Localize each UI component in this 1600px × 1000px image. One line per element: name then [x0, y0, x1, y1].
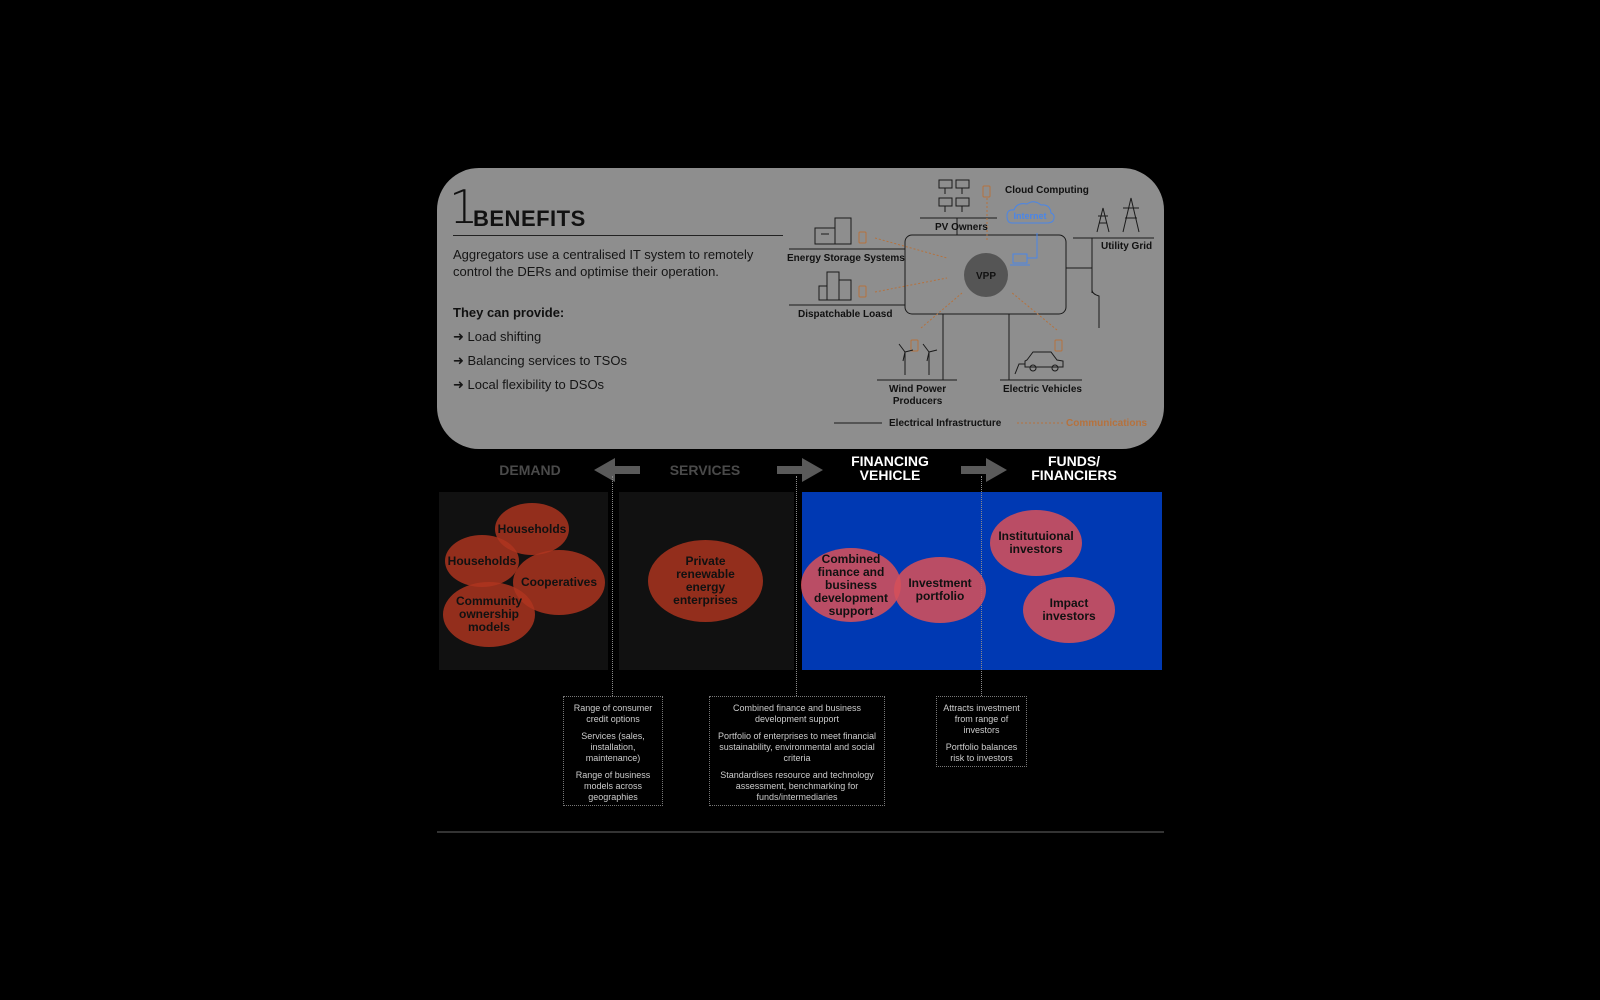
utility-grid-label: Utility Grid: [1101, 241, 1153, 252]
benefits-description: Aggregators use a centralised IT system …: [453, 247, 754, 279]
electric-car-icon: [1014, 351, 1064, 375]
wind-producers-label: Wind Power Producers: [889, 384, 947, 407]
stage-financing-vehicle: FINANCING VEHICLE: [851, 453, 929, 483]
benefits-panel: 1 BENEFITS Aggregators use a centralised…: [437, 168, 1164, 449]
note-item: Services (sales, installation, maintenan…: [581, 731, 645, 763]
electric-vehicles-label: Electric Vehicles: [1003, 384, 1082, 395]
vpp-network-diagram: VPP Internet: [789, 179, 1154, 424]
bottom-divider: [437, 831, 1164, 833]
funds-notes: Attracts investment from range of invest…: [936, 696, 1027, 767]
combined-finance-ellipse: Combined finance and business developmen…: [801, 548, 901, 622]
note-item: Standardises resource and technology ass…: [720, 770, 874, 802]
stage-funds-financiers: FUNDS/ FINANCIERS: [1031, 453, 1117, 483]
services-notes: Range of consumer credit options Service…: [563, 696, 663, 806]
benefits-number: 1: [449, 180, 479, 234]
power-pylon-icon: [1096, 197, 1140, 233]
benefits-title: BENEFITS: [473, 206, 586, 231]
internet-label: Internet: [1013, 211, 1046, 221]
note-item: Portfolio of enterprises to meet financi…: [717, 731, 877, 763]
pv-owners-label: PV Owners: [935, 222, 988, 233]
energy-storage-icon: [814, 217, 852, 245]
cloud-computing-label: Cloud Computing: [1005, 185, 1089, 196]
vpp-node: [964, 253, 1008, 297]
dispatchable-loads-label: Dispatchable Loasd: [798, 309, 893, 320]
energy-storage-label: Energy Storage Systems: [787, 253, 905, 264]
financing-notes: Combined finance and business developmen…: [709, 696, 885, 806]
provide-item: ➜ Balancing services to TSOs: [453, 353, 627, 368]
stage-services: SERVICES: [669, 462, 741, 478]
provide-item: ➜ Load shifting: [453, 329, 542, 344]
investment-portfolio-ellipse: Investment portfolio: [894, 557, 986, 623]
connector-line: [796, 476, 797, 696]
impact-investors-ellipse: Impact investors: [1023, 577, 1115, 643]
benefits-divider: [453, 235, 783, 236]
community-ownership-ellipse: Community ownership models: [443, 582, 535, 647]
cloud-icon: Internet: [1006, 201, 1055, 224]
households-ellipse: Households: [495, 503, 569, 555]
phone-icon: [858, 185, 1063, 352]
vpp-label: VPP: [976, 271, 996, 282]
legend-comms-label: Communications: [1066, 418, 1148, 429]
wind-turbine-icon: [898, 343, 938, 375]
legend-electrical-label: Electrical Infrastructure: [889, 418, 1002, 429]
private-enterprises-ellipse: Private renewable energy enterprises: [648, 540, 763, 622]
provide-item: ➜ Local flexibility to DSOs: [453, 377, 605, 392]
note-item: Combined finance and business developmen…: [732, 703, 862, 724]
laptop-icon: [1010, 233, 1038, 266]
electrical-lines: [789, 217, 1154, 381]
building-icon: [818, 271, 852, 301]
communication-lines: [874, 198, 1058, 331]
arrow-left-icon: [594, 458, 640, 482]
note-item: Portfolio balances risk to investors: [945, 742, 1018, 763]
note-item: Attracts investment from range of invest…: [943, 703, 1020, 735]
note-item: Range of consumer credit options: [573, 703, 653, 724]
arrow-right-icon: [777, 458, 823, 482]
stage-demand: DEMAND: [499, 462, 561, 478]
provide-label: They can provide:: [453, 305, 565, 320]
institutional-investors-ellipse: Institutuional investors: [990, 510, 1082, 576]
arrow-right-icon: [961, 458, 1007, 482]
households-ellipse: Households: [445, 535, 519, 587]
solar-panel-icon: [938, 179, 970, 212]
note-item: Range of business models across geograph…: [575, 770, 651, 802]
connector-line: [612, 476, 613, 696]
